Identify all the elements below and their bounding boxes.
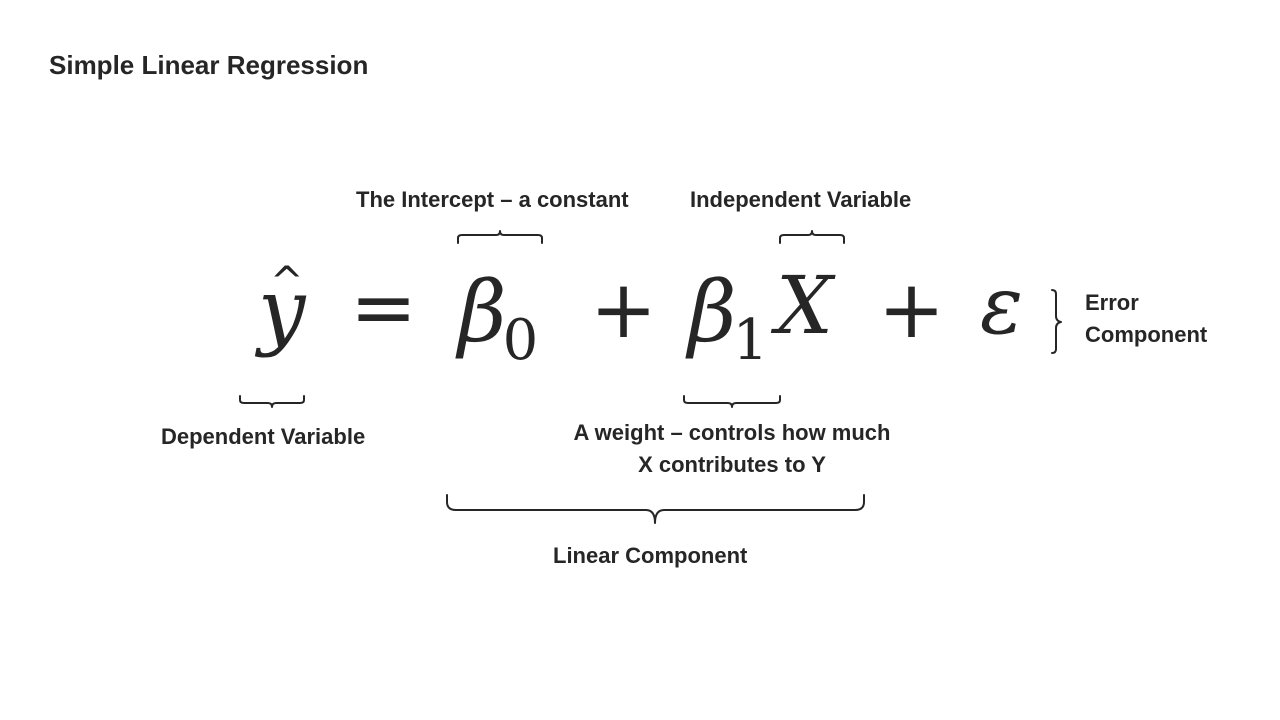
x-variable: X <box>776 259 833 352</box>
beta0-symbol: β <box>458 263 507 361</box>
error-label-line1: Error <box>1085 290 1139 315</box>
y-hat-symbol: y <box>258 261 306 359</box>
beta1-term: β1 <box>688 270 768 369</box>
equals-sign: = <box>350 261 418 354</box>
error-label-line2: Component <box>1085 322 1208 347</box>
linear-component-brace <box>446 494 865 524</box>
weight-label: A weight – controls how much X contribut… <box>560 417 904 481</box>
beta0-term: β0 <box>458 270 538 369</box>
independent-variable-brace <box>779 230 845 244</box>
error-brace <box>1051 289 1062 354</box>
error-component-label: Error Component <box>1085 287 1207 351</box>
dependent-variable-label: Dependent Variable <box>161 424 366 449</box>
plus-sign-1: + <box>590 263 658 356</box>
beta1-subscript: 1 <box>732 308 769 373</box>
beta0-subscript: 0 <box>502 308 539 373</box>
dependent-variable-brace <box>239 395 305 408</box>
epsilon-symbol: ε <box>980 259 1023 352</box>
beta1-symbol: β <box>688 263 737 361</box>
slide-title: Simple Linear Regression <box>49 50 369 80</box>
weight-label-line2: X contributes to Y <box>638 452 826 477</box>
intercept-brace <box>457 230 543 244</box>
weight-brace <box>683 395 781 408</box>
intercept-label: The Intercept – a constant <box>356 187 629 212</box>
linear-component-label: Linear Component <box>553 543 748 568</box>
hat-accent: ^ <box>270 259 304 305</box>
plus-sign-2: + <box>878 263 946 356</box>
weight-label-line1: A weight – controls how much <box>573 420 891 445</box>
independent-variable-label: Independent Variable <box>690 187 912 212</box>
